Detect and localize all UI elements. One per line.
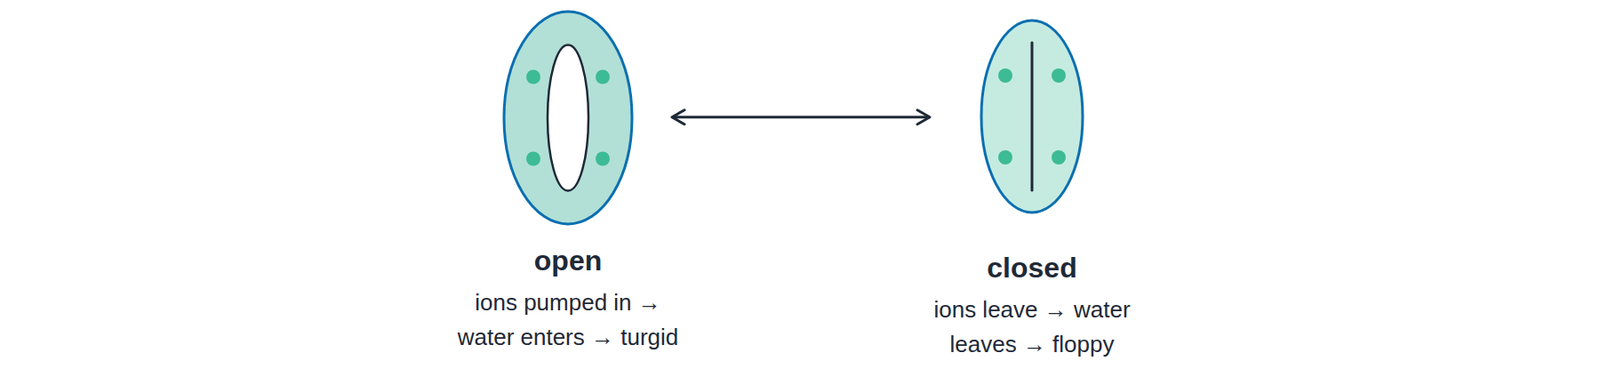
guard-cell-pair	[978, 17, 1086, 216]
state-heading: open	[534, 243, 602, 278]
state-heading: closed	[986, 250, 1077, 285]
state-description: ions leave → water leaves → floppy	[920, 292, 1144, 362]
stoma-node: closed ions leave → water leaves → floppy	[920, 17, 1144, 362]
stoma-node: open ions pumped in → water enters → turg…	[441, 8, 695, 355]
state-description: ions pumped in → water enters → turgid	[441, 285, 695, 355]
double-arrow	[672, 110, 930, 125]
guard-cell-pair	[501, 8, 635, 227]
